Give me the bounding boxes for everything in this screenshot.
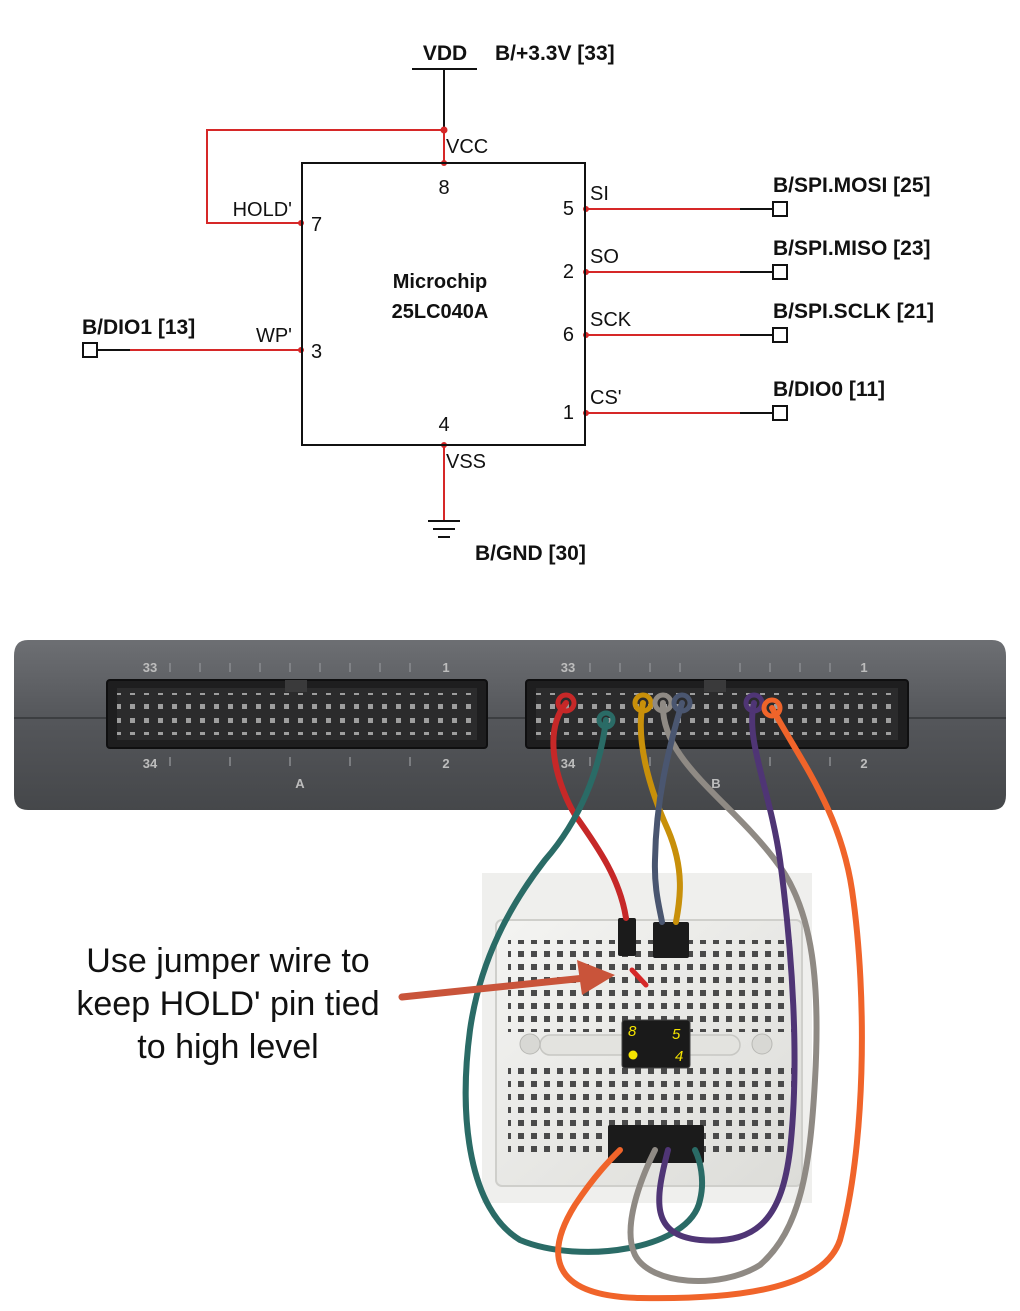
connector-housing-bottom (608, 1125, 704, 1163)
annotation-line-3: to high level (137, 1028, 318, 1066)
pin-number-2: 2 (563, 261, 574, 283)
chip-part: 25LC040A (392, 301, 489, 323)
connector-a-pin-33: 33 (143, 660, 157, 675)
annotation: Use jumper wire to keep HOLD' pin tied t… (76, 942, 615, 1066)
vdd-label: VDD (423, 42, 467, 65)
pin-number-5: 5 (563, 198, 574, 220)
annotation-arrow-shaft (398, 974, 589, 1001)
breadboard: 8 5 4 (482, 873, 812, 1203)
connector-a: 33 1 34 2 A (106, 660, 488, 791)
connector-housing-top (653, 922, 689, 958)
connector-b-pin-2: 2 (860, 756, 867, 771)
jumper-wires (462, 700, 865, 1302)
supply-net-label: B/+3.3V [33] (495, 42, 615, 65)
connector-housing-red (618, 918, 636, 956)
wire-gray (627, 700, 820, 1284)
connector-a-label: A (295, 776, 305, 791)
net-label-sclk: B/SPI.SCLK [21] (773, 300, 934, 323)
pin-name-si: SI (590, 183, 609, 205)
pin-number-4: 4 (438, 414, 449, 436)
net-label-miso: B/SPI.MISO [23] (773, 237, 931, 260)
annotation-line-1: Use jumper wire to (86, 942, 369, 980)
wire-blue (651, 700, 685, 925)
schematic: VDD B/+3.3V [33] (82, 42, 934, 565)
net-label-dio1: B/DIO1 [13] (82, 316, 195, 339)
connector-a-pin-1: 1 (442, 660, 449, 675)
wire-purple (656, 700, 798, 1244)
annotation-line-2: keep HOLD' pin tied (76, 985, 379, 1023)
chip-vendor: Microchip (393, 271, 487, 293)
chip-mark-pin-8: 8 (628, 1023, 637, 1040)
pin-number-6: 6 (563, 324, 574, 346)
annotation-arrow-head (577, 960, 615, 995)
device-photo: 33 1 34 2 A 33 1 34 2 B (14, 640, 1006, 810)
dip-chip (621, 1019, 691, 1069)
pin-name-cs: CS' (590, 387, 622, 409)
wire-ends (555, 692, 783, 730)
connector-b-pin-33: 33 (561, 660, 575, 675)
connector-b-pin-34: 34 (561, 756, 576, 771)
ic-body (301, 162, 586, 446)
terminals (82, 201, 788, 421)
pin-name-so: SO (590, 246, 619, 268)
wire-gold (637, 700, 683, 925)
chip-mark-pin-4: 4 (675, 1048, 683, 1065)
pin-number-8: 8 (438, 177, 449, 199)
connector-a-pin-2: 2 (442, 756, 449, 771)
wire-teal (462, 717, 706, 1255)
net-label-mosi: B/SPI.MOSI [25] (773, 174, 931, 197)
connector-b-pin-1: 1 (860, 660, 867, 675)
net-label-dio0: B/DIO0 [11] (773, 378, 885, 401)
connector-b: 33 1 34 2 B (525, 660, 909, 791)
pin-name-vcc: VCC (446, 136, 488, 158)
pin-number-3: 3 (311, 341, 322, 363)
connector-a-pin-34: 34 (143, 756, 158, 771)
ground-net-label: B/GND [30] (475, 542, 586, 565)
hold-jumper-wire (629, 967, 649, 988)
pin-name-wp: WP' (256, 325, 292, 347)
pin-name-vss: VSS (446, 451, 486, 473)
ground-symbol (428, 520, 460, 538)
pin-number-7: 7 (311, 214, 322, 236)
pin-name-sck: SCK (590, 309, 632, 331)
pin-name-hold: HOLD' (233, 199, 292, 221)
connector-b-label: B (711, 776, 720, 791)
pin-number-1: 1 (563, 402, 574, 424)
chip-mark-pin-5: 5 (672, 1026, 681, 1043)
wire-orange (555, 705, 865, 1302)
